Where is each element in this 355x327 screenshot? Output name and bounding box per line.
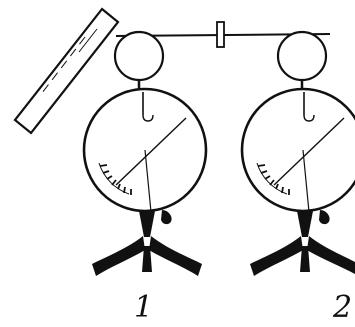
sphere-2 [276, 30, 328, 82]
label-instrument-1: 1 [134, 290, 153, 325]
dial-case-2 [240, 87, 355, 213]
sphere-1 [113, 30, 165, 82]
slanted-ruler [13, 7, 120, 135]
label-instrument-2: 2 [332, 290, 352, 325]
instrument-2 [240, 30, 355, 276]
instrument-1 [82, 30, 208, 276]
